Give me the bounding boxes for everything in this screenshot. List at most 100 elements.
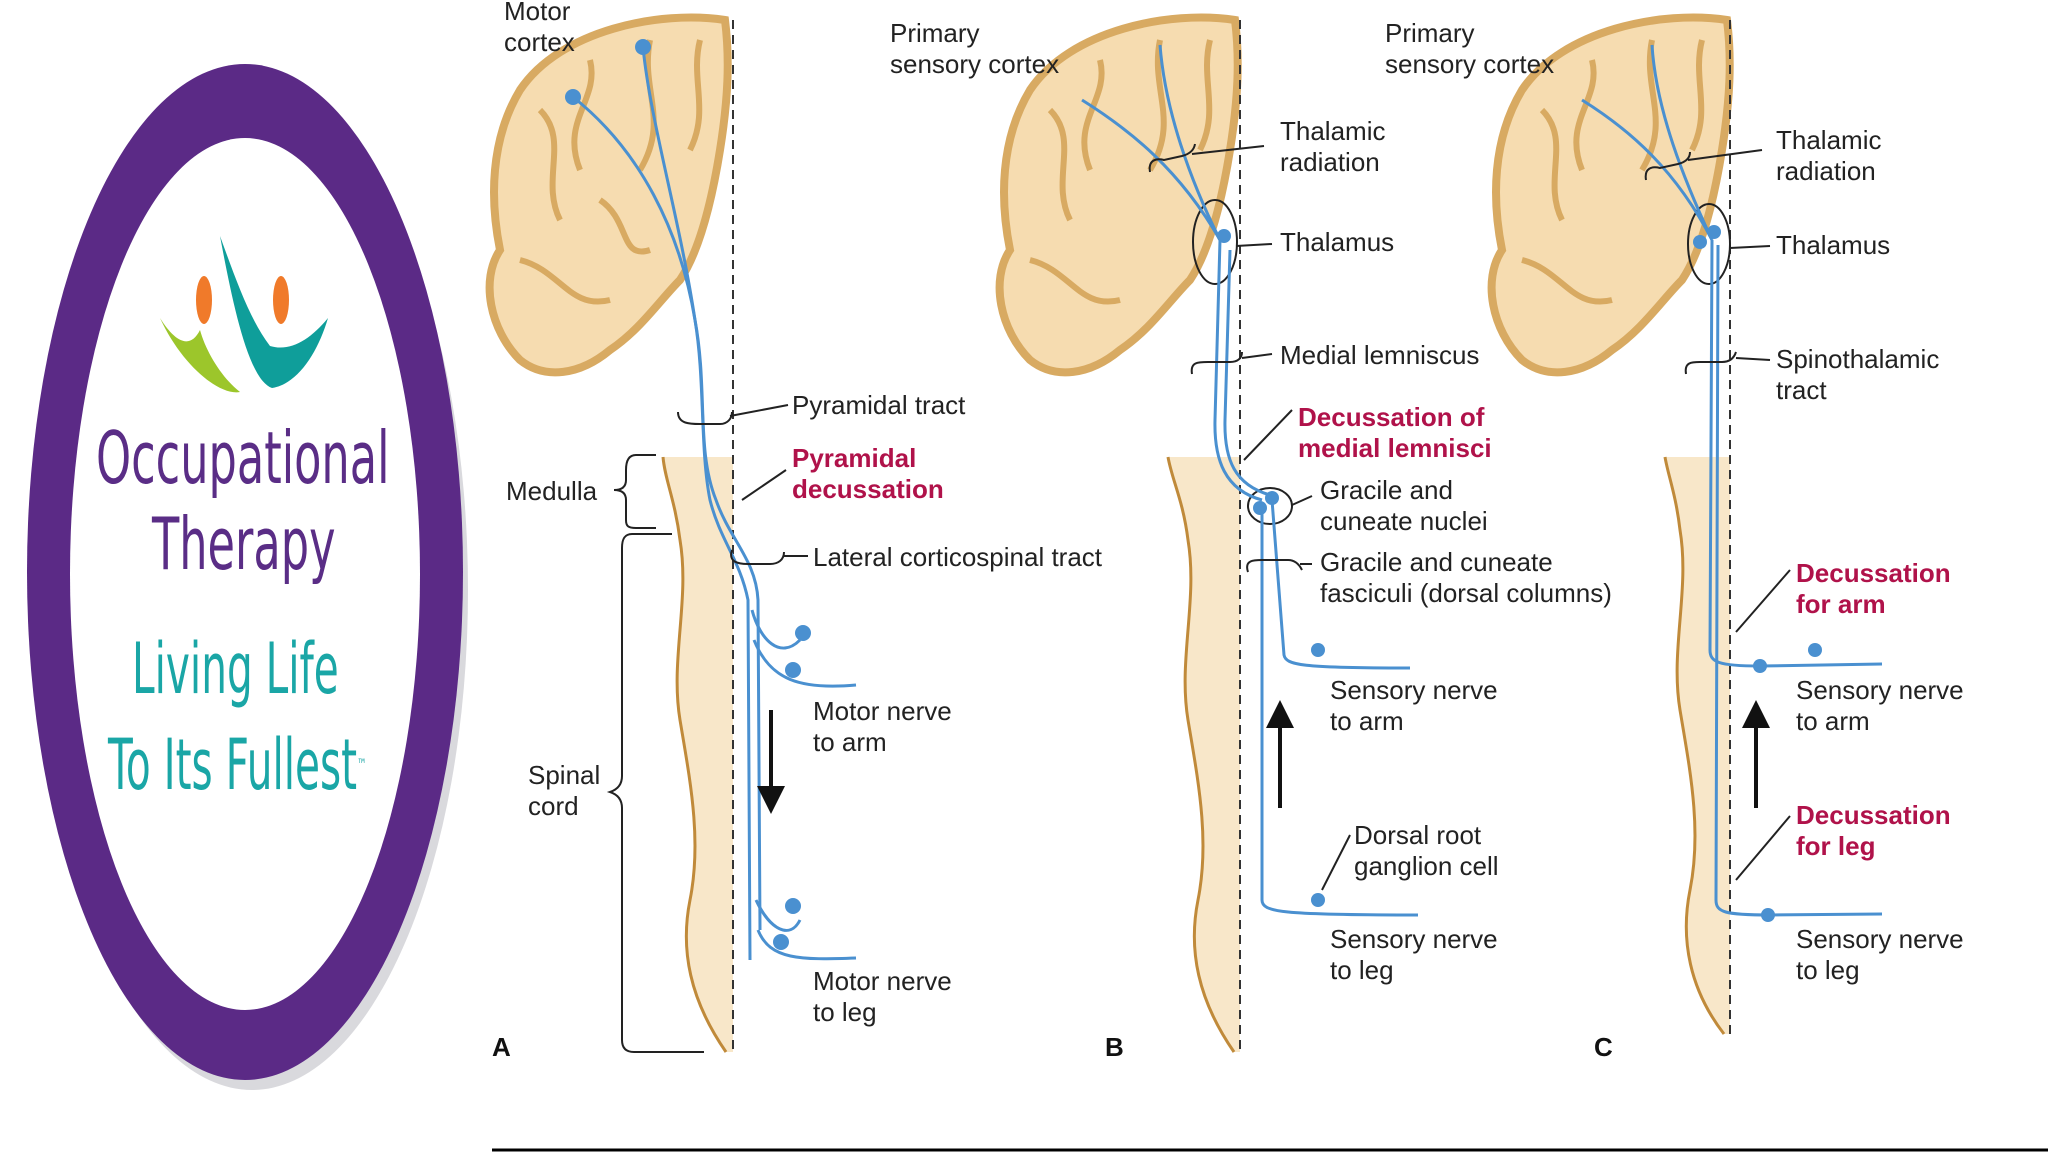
panel-b-dorsal-column-leg xyxy=(1260,505,1419,917)
logo-inner xyxy=(70,138,420,1010)
panel-c-thalamus-outline xyxy=(1687,203,1731,285)
label-b-ganglion-line2: ganglion cell xyxy=(1354,851,1499,881)
label-b-primary-sensory-cortex-line2: sensory cortex xyxy=(890,49,1060,79)
label-c-thalamus: Thalamus xyxy=(1776,230,1891,260)
panel-a-neuron-3 xyxy=(795,625,811,641)
label-c-decussation-leg-line1: Decussation xyxy=(1796,800,1951,830)
panel-c-decussation-arm-leader xyxy=(1735,569,1791,633)
logo-orange-dot-right xyxy=(273,276,289,324)
panel-c-radiation-leader xyxy=(1687,149,1763,161)
label-b-primary-sensory-cortex-line1: Primary xyxy=(890,18,980,48)
label-c-thalamic-radiation-line1: Thalamic xyxy=(1776,125,1882,155)
panel-b-dorsal-column-arm xyxy=(1270,499,1411,670)
label-b-thalamic-radiation-line2: radiation xyxy=(1280,147,1380,177)
panel-letter-c: C xyxy=(1594,1032,1613,1062)
panel-b-decussation-leader xyxy=(1243,409,1293,461)
logo-orange-dot-left xyxy=(196,276,212,324)
panel-c-thalamus-neuron-1 xyxy=(1693,235,1707,249)
logo-line-to-its-fullest: To Its Fullest™ xyxy=(108,730,366,800)
label-b-sensory-leg-line2: to leg xyxy=(1330,955,1394,985)
panel-a-cord-outline xyxy=(661,456,728,1053)
panel-b-lemniscus-leader xyxy=(1241,353,1273,359)
label-b-nuclei-line2: cuneate nuclei xyxy=(1320,506,1488,536)
label-medulla: Medulla xyxy=(506,476,598,506)
logo-line-occupational: Occupational xyxy=(96,416,390,500)
logo-line-living-life: Living Life xyxy=(132,628,339,710)
panel-a-neuron-1 xyxy=(565,89,581,105)
panel-c-cord-outline xyxy=(1663,456,1726,1035)
panel-b-nuclei-outline xyxy=(1247,487,1293,525)
label-pyramidal-decussation-line2: decussation xyxy=(792,474,944,504)
label-b-fasciculi-line1: Gracile and cuneate xyxy=(1320,547,1553,577)
label-b-decussation-line1: Decussation of xyxy=(1298,402,1485,432)
panel-a-spinal-cord-brace xyxy=(606,533,704,1053)
label-b-medial-lemniscus: Medial lemniscus xyxy=(1280,340,1480,370)
label-c-spinothalamic-line2: tract xyxy=(1776,375,1827,405)
panel-b-cortex-folds xyxy=(1029,39,1213,305)
panel-letter-b: B xyxy=(1105,1032,1124,1062)
logo-line-therapy: Therapy xyxy=(152,502,336,586)
label-b-ganglion-line1: Dorsal root xyxy=(1354,820,1482,850)
panel-a-spinal-cord xyxy=(663,457,733,1052)
panel-b-lemniscus-2 xyxy=(1223,249,1271,497)
panel-c-radiation-2 xyxy=(1650,44,1714,241)
logo-teal-swoosh xyxy=(220,236,328,388)
label-c-thalamic-radiation-line2: radiation xyxy=(1776,156,1876,186)
panel-letter-a: A xyxy=(492,1032,511,1062)
panel-b-radiation-1 xyxy=(1081,98,1222,241)
label-c-sensory-arm-line1: Sensory nerve xyxy=(1796,675,1964,705)
panel-b-thalamus-neuron xyxy=(1217,229,1231,243)
label-motor-nerve-arm-line1: Motor nerve xyxy=(813,696,952,726)
label-c-decussation-leg-line2: for leg xyxy=(1796,831,1876,861)
label-pyramidal-tract: Pyramidal tract xyxy=(792,390,966,420)
label-lateral-corticospinal-tract: Lateral corticospinal tract xyxy=(813,542,1103,572)
panel-b-lemniscus-brace xyxy=(1190,351,1243,375)
panel-c-thalamus-neuron-2 xyxy=(1707,225,1721,239)
panel-b-thalamus-outline xyxy=(1192,199,1238,285)
label-c-primary-sensory-cortex-line1: Primary xyxy=(1385,18,1475,48)
panel-a-neuron-2 xyxy=(635,39,651,55)
panel-b-leg-ganglion xyxy=(1311,893,1325,907)
label-b-thalamic-radiation-line1: Thalamic xyxy=(1280,116,1386,146)
logo-emblem xyxy=(160,236,328,393)
panel-b-cord-outline xyxy=(1166,456,1236,1053)
label-motor-cortex-line2: cortex xyxy=(504,27,575,57)
panel-b-cortex xyxy=(995,13,1242,377)
label-b-sensory-arm-line2: to arm xyxy=(1330,706,1404,736)
label-c-sensory-leg-line2: to leg xyxy=(1796,955,1860,985)
panel-c-cortex xyxy=(1487,13,1734,377)
panel-a-neuron-6 xyxy=(773,934,789,950)
panel-b-nuclei-leader xyxy=(1291,495,1313,506)
panel-b-lemniscus xyxy=(1213,239,1263,502)
logo xyxy=(27,64,468,1090)
label-pyramidal-decussation-line1: Pyramidal xyxy=(792,443,917,473)
panel-b-nuclei-neuron-2 xyxy=(1265,491,1279,505)
panel-b-nuclei-neuron-1 xyxy=(1253,501,1267,515)
panel-a-pyramidal-tract-leader xyxy=(729,404,789,417)
label-b-sensory-arm-line1: Sensory nerve xyxy=(1330,675,1498,705)
label-motor-cortex-line1: Motor xyxy=(504,0,571,26)
panel-c-radiation-1 xyxy=(1581,98,1714,241)
label-c-sensory-leg-line1: Sensory nerve xyxy=(1796,924,1964,954)
label-motor-nerve-leg-line2: to leg xyxy=(813,997,877,1027)
panel-a-drawing xyxy=(485,13,857,1053)
logo-fullest-text: To Its Fullest xyxy=(108,724,358,806)
label-motor-nerve-leg-line1: Motor nerve xyxy=(813,966,952,996)
panel-c-leg-neuron xyxy=(1761,908,1775,922)
panel-c-cortex-folds xyxy=(1521,39,1705,305)
panel-a-decussation-leader xyxy=(741,469,787,501)
label-c-sensory-arm-line2: to arm xyxy=(1796,706,1870,736)
